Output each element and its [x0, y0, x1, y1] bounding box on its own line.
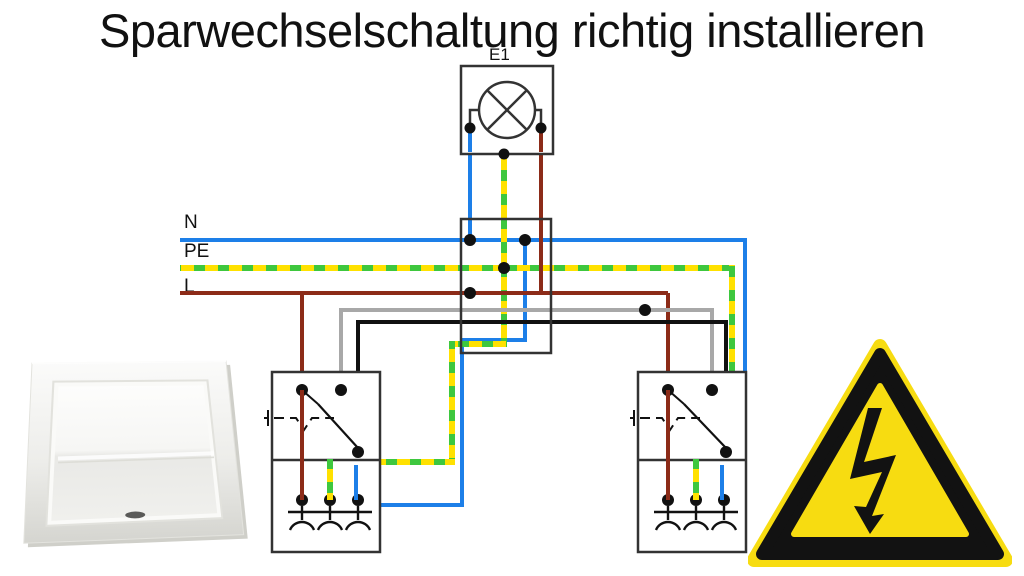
- component-switch-left: [264, 370, 382, 554]
- wire-switched-grey: [339, 308, 714, 390]
- wall-switch-photo: [10, 345, 255, 570]
- junction-node-neutral: [464, 234, 476, 246]
- junction-node-pe: [498, 262, 510, 274]
- bus-labels: N PE L: [184, 212, 209, 297]
- bus-label-N: N: [184, 212, 198, 233]
- page-title: Sparwechselschaltung richtig installiere…: [99, 4, 925, 57]
- high-voltage-warning: [747, 338, 1013, 570]
- wire-terminal-drops: [300, 390, 724, 500]
- junction-node-switched: [639, 304, 651, 316]
- wall-switch-illustration: [23, 360, 248, 548]
- lightning-bolt-icon: [850, 408, 896, 534]
- lamp-label-E1: E1: [489, 45, 510, 64]
- component-lamp-E1: E1: [459, 45, 555, 160]
- component-switch-right: [630, 370, 748, 554]
- warning-triangle-icon: [747, 339, 1013, 567]
- component-junction-box: [459, 217, 651, 355]
- junction-node-line: [464, 287, 476, 299]
- bus-label-PE: PE: [184, 241, 209, 262]
- bus-label-L: L: [184, 276, 195, 297]
- junction-node-neutral-2: [519, 234, 531, 246]
